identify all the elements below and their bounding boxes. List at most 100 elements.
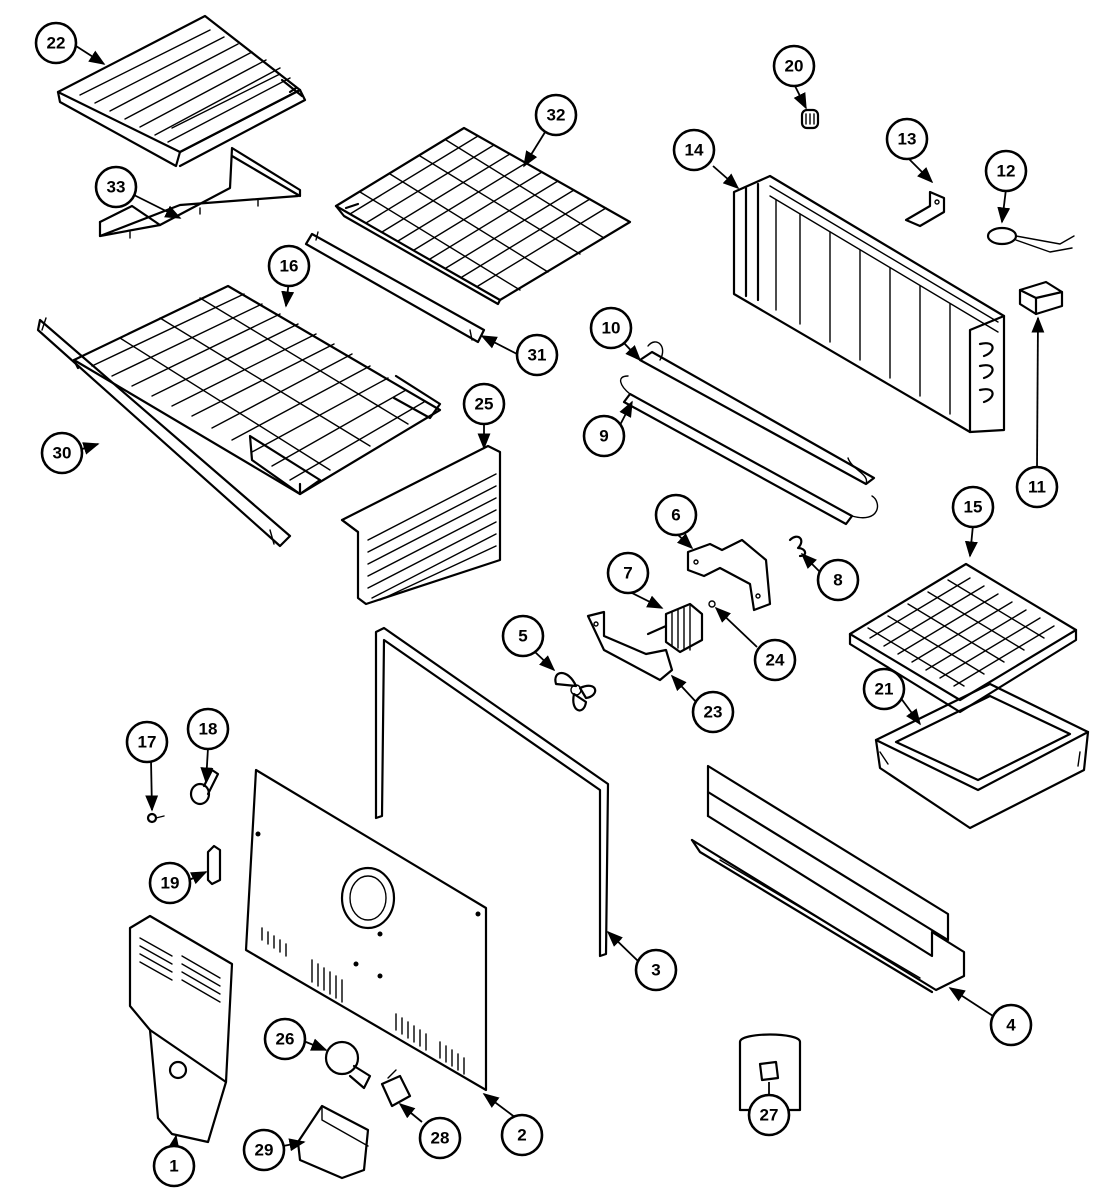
callout-29-label: 29: [255, 1141, 274, 1160]
callout-10-label: 10: [602, 319, 621, 338]
callout-9: 9: [582, 414, 626, 458]
callout-26-label: 26: [276, 1030, 295, 1049]
callout-25: 25: [462, 382, 506, 426]
part-6-fan-bracket: [686, 538, 772, 612]
callout-5: 5: [501, 614, 545, 658]
part-10-heater-channel: [638, 341, 876, 486]
part-4-crisper-rail: [690, 764, 966, 994]
part-31-shelf-trim: [304, 231, 486, 344]
callout-12: 12: [984, 149, 1028, 193]
callout-20: 20: [772, 44, 816, 88]
callout-2: 2: [500, 1113, 544, 1157]
part-26-light-bulb: [324, 1040, 372, 1090]
callouts: 22 33 32 16 31 30 25 20 13 12 14 11 10 9…: [34, 21, 1059, 1188]
callout-21-label: 21: [875, 680, 894, 699]
part-22-shelf-cover: [56, 14, 307, 168]
part-8-clip: [788, 535, 807, 558]
part-12-thermostat: [986, 226, 1075, 253]
callout-7-label: 7: [623, 564, 632, 583]
callout-2-label: 2: [517, 1126, 526, 1145]
callout-20-label: 20: [785, 57, 804, 76]
part-18-knob: [189, 768, 220, 806]
part-1-vent-cover: [128, 914, 234, 1144]
callout-17: 17: [125, 720, 169, 764]
part-2-back-panel: [244, 768, 488, 1092]
callout-25-label: 25: [475, 395, 494, 414]
callout-7: 7: [606, 551, 650, 595]
callout-3-label: 3: [651, 961, 660, 980]
part-30-shelf-trim: [36, 317, 292, 548]
callout-1-label: 1: [169, 1157, 178, 1176]
callout-12-label: 12: [997, 162, 1016, 181]
callout-30: 30: [40, 431, 84, 475]
callout-22-label: 22: [47, 34, 66, 53]
callout-33: 33: [94, 165, 138, 209]
part-32-wire-shelf: [334, 126, 632, 306]
callout-23: 23: [691, 690, 735, 734]
part-16-wire-shelf: [72, 284, 442, 496]
callout-11-label: 11: [1028, 478, 1046, 497]
part-11-block: [1018, 280, 1064, 316]
callout-24: 24: [753, 638, 797, 682]
part-24-screw: [708, 600, 716, 608]
callout-33-label: 33: [107, 178, 126, 197]
callout-13-label: 13: [898, 130, 917, 149]
callout-30-label: 30: [53, 444, 72, 463]
callout-1: 1: [152, 1144, 196, 1188]
part-25-crisper-cover: [340, 444, 502, 606]
callout-24-label: 24: [766, 651, 785, 670]
callout-29: 29: [242, 1128, 286, 1172]
part-17-screw: [146, 812, 165, 824]
callout-9-label: 9: [599, 427, 608, 446]
callout-8-label: 8: [833, 571, 842, 590]
part-23-motor-bracket: [586, 610, 674, 682]
callout-13: 13: [885, 117, 929, 161]
callout-31: 31: [515, 333, 559, 377]
leader-lines: [75, 45, 1045, 1152]
callout-6-label: 6: [671, 506, 680, 525]
callout-8: 8: [816, 558, 860, 602]
callout-6: 6: [654, 493, 698, 537]
callout-23-label: 23: [704, 703, 723, 722]
part-33-wire-frame: [98, 146, 302, 239]
part-27-button: [738, 1033, 802, 1112]
callout-32-label: 32: [547, 106, 566, 125]
callout-22: 22: [34, 21, 78, 65]
callout-10: 10: [589, 306, 633, 350]
callout-3: 3: [634, 948, 678, 992]
callout-19: 19: [148, 861, 192, 905]
part-3-gasket: [374, 626, 610, 958]
callout-16: 16: [267, 244, 311, 288]
callout-31-label: 31: [528, 346, 547, 365]
callout-17-label: 17: [138, 733, 157, 752]
callout-21: 21: [862, 667, 906, 711]
part-5-fan-blade: [554, 671, 597, 712]
callout-26: 26: [263, 1017, 307, 1061]
part-28-socket: [380, 1069, 412, 1108]
part-21-ice-bin: [874, 682, 1090, 830]
callout-14: 14: [672, 128, 716, 172]
part-9-heater-rod: [620, 375, 879, 526]
part-20-knob: [800, 108, 820, 130]
callout-32: 32: [534, 93, 578, 137]
callout-4-label: 4: [1006, 1016, 1016, 1035]
callout-28-label: 28: [431, 1129, 450, 1148]
part-14-evaporator: [732, 174, 1006, 434]
callout-27: 27: [747, 1093, 791, 1137]
callout-14-label: 14: [685, 141, 704, 160]
callout-4: 4: [989, 1003, 1033, 1047]
part-7-fan-motor: [646, 602, 704, 654]
callout-11: 11: [1015, 465, 1059, 509]
callout-18-label: 18: [199, 720, 218, 739]
part-15-ice-tray: [848, 562, 1078, 714]
callout-18: 18: [186, 707, 230, 751]
part-13-bracket: [904, 190, 946, 228]
part-19-small-cover: [206, 844, 222, 886]
part-29-light-shield: [296, 1104, 370, 1180]
callout-27-label: 27: [760, 1106, 779, 1125]
callout-15: 15: [951, 485, 995, 529]
callout-16-label: 16: [280, 257, 299, 276]
callout-19-label: 19: [161, 874, 180, 893]
callout-5-label: 5: [518, 627, 527, 646]
